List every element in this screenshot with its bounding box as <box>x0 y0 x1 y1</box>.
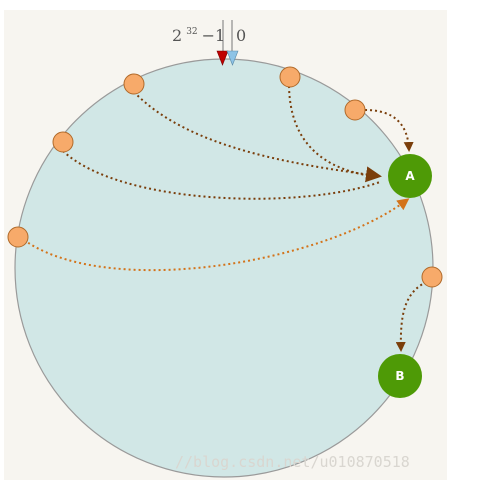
object-node <box>52 131 74 153</box>
server-a-label: A <box>405 169 415 183</box>
mapping-arrow-object-4-to-a <box>62 150 381 200</box>
object-node <box>123 73 145 95</box>
server-node-b: B <box>378 354 422 398</box>
object-node <box>279 66 301 88</box>
mapping-arrow-object-3-to-a <box>364 109 414 152</box>
watermark: //blog.csdn.net/u010870518 <box>175 453 410 471</box>
max-hash-label: 2 32 −1 <box>172 21 225 45</box>
object-node <box>421 266 443 288</box>
zero-hash-marker <box>226 50 239 66</box>
mapping-arrow-object-1-to-a <box>133 91 382 183</box>
max-hash-marker <box>216 50 229 66</box>
zero-hash-label: 0 <box>236 26 246 45</box>
object-node <box>7 226 29 248</box>
hash-ring <box>14 58 434 478</box>
server-node-a: A <box>388 154 432 198</box>
object-node <box>344 99 366 121</box>
server-b-label: B <box>395 369 404 383</box>
